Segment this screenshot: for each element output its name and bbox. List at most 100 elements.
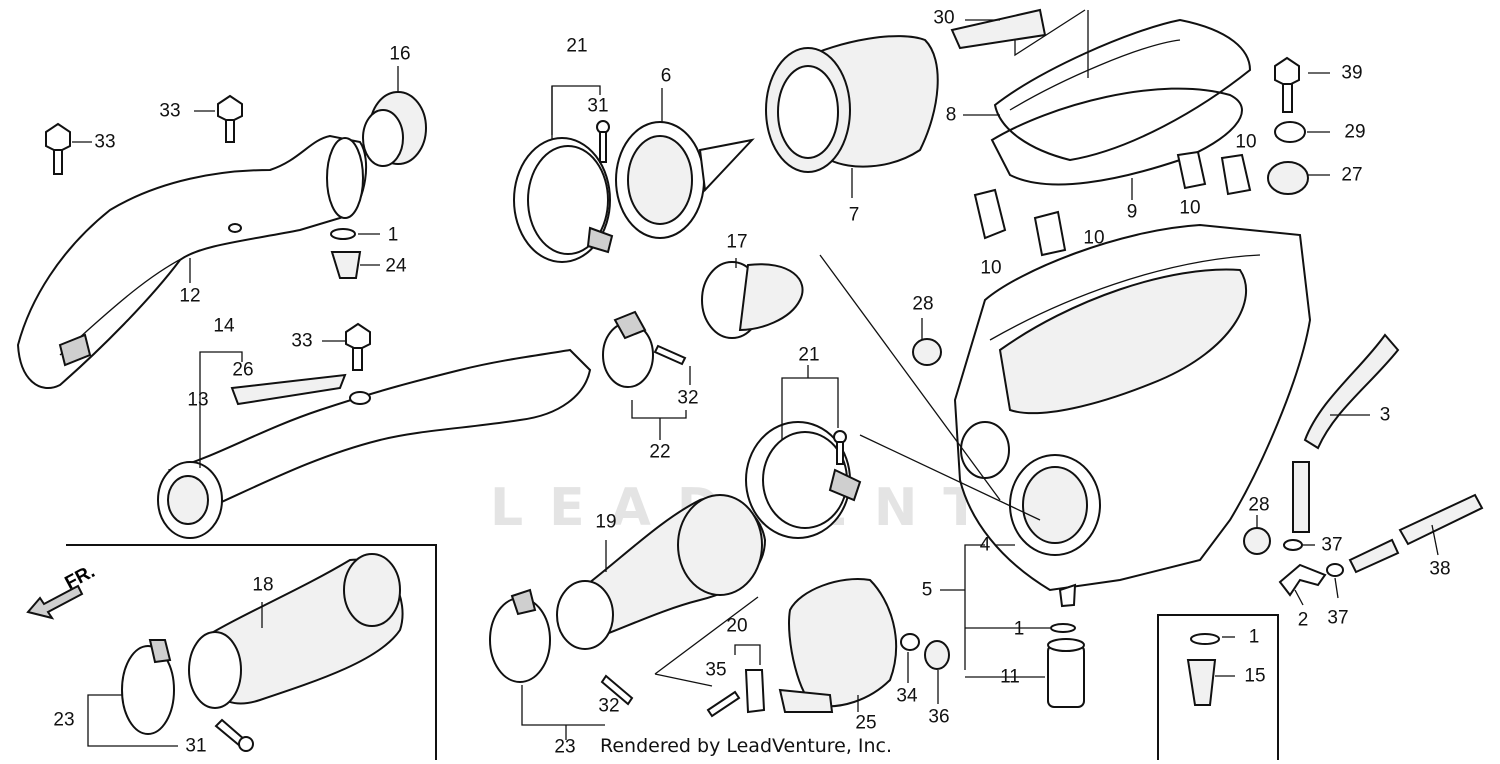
callout-26: 26 xyxy=(232,359,254,381)
washer-34 xyxy=(900,633,920,651)
callout-1: 1 xyxy=(1248,626,1260,648)
callout-2: 2 xyxy=(1297,609,1309,631)
clip-1b xyxy=(1050,623,1076,633)
callout-11: 11 xyxy=(1000,666,1020,688)
callout-39: 39 xyxy=(1341,62,1363,84)
part-8-case-cover xyxy=(993,18,1252,162)
part-18-boot xyxy=(188,553,404,709)
callout-28: 28 xyxy=(912,293,934,315)
grommet-27 xyxy=(1267,161,1309,195)
part-23-clamp-b xyxy=(121,639,175,735)
callout-36: 36 xyxy=(928,706,950,728)
callout-23: 23 xyxy=(554,736,576,758)
callout-14: 14 xyxy=(213,315,235,337)
grommet-28b xyxy=(1243,527,1271,555)
clip-1c xyxy=(1190,633,1220,645)
callout-7: 7 xyxy=(848,204,860,226)
callout-21: 21 xyxy=(798,344,820,366)
clip-10b xyxy=(1033,210,1067,257)
callout-32: 32 xyxy=(677,387,699,409)
part-20-clip xyxy=(744,669,766,714)
callout-8: 8 xyxy=(945,104,957,126)
screw-32b xyxy=(600,674,634,706)
callout-27: 27 xyxy=(1341,164,1363,186)
callout-1: 1 xyxy=(387,224,399,246)
clip-10d xyxy=(1220,153,1252,196)
callout-33: 33 xyxy=(159,100,181,122)
hose-38 xyxy=(1348,493,1484,574)
bolt-39 xyxy=(1274,56,1300,113)
callout-1: 1 xyxy=(1013,618,1025,640)
part-26-seal-strip xyxy=(230,373,347,406)
bolt-33b xyxy=(217,94,243,143)
part-24-grommet xyxy=(330,251,362,279)
callout-33: 33 xyxy=(291,330,313,352)
callout-34: 34 xyxy=(896,685,918,707)
part-9-gasket xyxy=(990,87,1243,186)
drain-tube xyxy=(1292,461,1310,533)
clip-37b xyxy=(1326,563,1344,577)
part-21-band-a xyxy=(513,137,614,263)
bolt-33c xyxy=(345,322,371,371)
callout-33: 33 xyxy=(94,131,116,153)
tube-11 xyxy=(1047,638,1085,708)
inset-frame-left xyxy=(66,544,437,760)
callout-16: 16 xyxy=(389,43,411,65)
callout-10: 10 xyxy=(1083,227,1105,249)
part-17-funnel xyxy=(701,261,804,339)
part-25-cover xyxy=(778,578,898,713)
part-21-band-b xyxy=(745,421,862,539)
screw-31b xyxy=(833,430,847,465)
callout-31: 31 xyxy=(587,95,609,117)
part-1-clip xyxy=(330,228,356,240)
collar-29 xyxy=(1274,121,1306,143)
grommet-28a xyxy=(912,338,942,366)
callout-22: 22 xyxy=(649,441,671,463)
callout-9: 9 xyxy=(1126,201,1138,223)
bolt-33a xyxy=(45,122,71,175)
grommet-36 xyxy=(924,640,950,670)
callout-10: 10 xyxy=(1235,131,1257,153)
part-6-adapter xyxy=(615,121,755,239)
screw-35 xyxy=(706,690,741,718)
part-23-clamp-a xyxy=(489,588,551,683)
front-arrow-icon xyxy=(26,584,84,620)
leader-lines xyxy=(72,9,1439,747)
callout-4: 4 xyxy=(979,534,991,556)
render-credit: Rendered by LeadVenture, Inc. xyxy=(600,735,893,757)
callout-37: 37 xyxy=(1327,607,1349,629)
clip-10a xyxy=(973,188,1007,240)
screw-31a xyxy=(596,120,610,163)
callout-30: 30 xyxy=(933,7,955,29)
part-30-label xyxy=(950,8,1047,50)
part-16-band xyxy=(362,91,427,167)
callout-17: 17 xyxy=(726,231,748,253)
callout-12: 12 xyxy=(179,285,201,307)
callout-10: 10 xyxy=(1179,197,1201,219)
joint-2 xyxy=(1278,563,1327,597)
part-12-air-duct xyxy=(16,134,367,390)
part-7-filter-element xyxy=(765,35,939,173)
callout-15: 15 xyxy=(1244,665,1266,687)
callout-32: 32 xyxy=(598,695,620,717)
part-22-clamp xyxy=(602,310,654,388)
callout-28: 28 xyxy=(1248,494,1270,516)
clip-37a xyxy=(1283,539,1303,551)
callout-3: 3 xyxy=(1379,404,1391,426)
part-19-boot xyxy=(556,494,767,650)
callout-21: 21 xyxy=(566,35,588,57)
part-13-intake-tube xyxy=(157,348,592,539)
callout-24: 24 xyxy=(385,255,407,277)
cap-15 xyxy=(1186,659,1217,706)
callout-18: 18 xyxy=(252,574,274,596)
callout-10: 10 xyxy=(980,257,1002,279)
callout-20: 20 xyxy=(726,615,748,637)
callout-25: 25 xyxy=(855,712,877,734)
callout-13: 13 xyxy=(187,389,209,411)
callout-6: 6 xyxy=(660,65,672,87)
callout-31: 31 xyxy=(185,735,207,757)
callout-29: 29 xyxy=(1344,121,1366,143)
callout-38: 38 xyxy=(1429,558,1451,580)
screw-31c xyxy=(214,718,254,752)
